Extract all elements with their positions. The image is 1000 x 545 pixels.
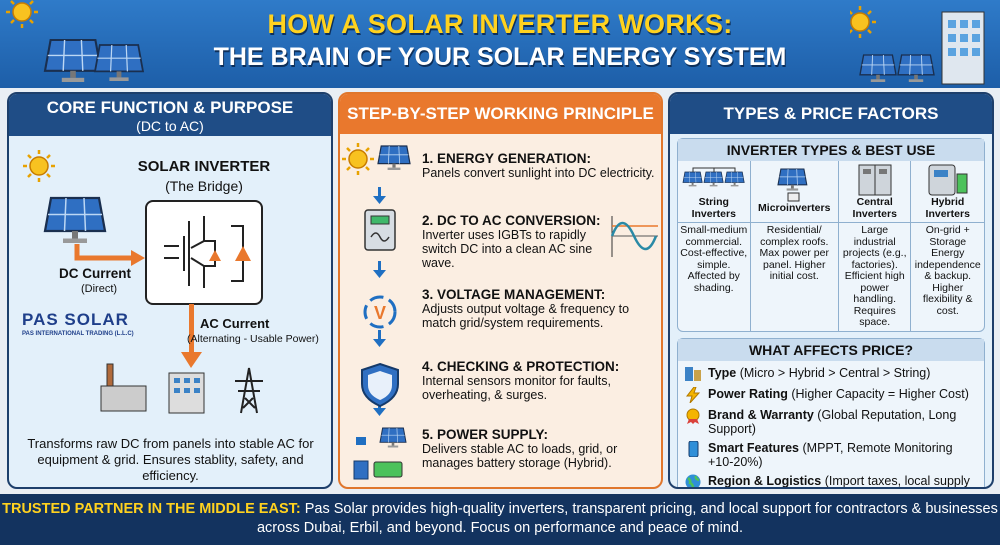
price-factor-smart: Smart Features (MPPT, Remote Monitoring … bbox=[684, 440, 978, 469]
price-factor-region: Region & Logistics (Import taxes, local … bbox=[684, 473, 978, 488]
factor-detail: (Global Reputation, Long Support) bbox=[708, 407, 957, 436]
step-text: Delivers stable AC to loads, grid, or ma… bbox=[422, 442, 618, 470]
type-desc: On-grid + Storage Energy independence & … bbox=[914, 224, 981, 317]
header: HOW A SOLAR INVERTER WORKS: THE BRAIN OF… bbox=[0, 0, 1000, 88]
factory-icon bbox=[100, 363, 147, 412]
type-string: String Inverters bbox=[678, 161, 751, 223]
steps-panel: STEP-BY-STEP WORKING PRINCIPLE V 1. ENER… bbox=[338, 92, 663, 489]
step-title: 3. VOLTAGE MANAGEMENT: bbox=[422, 287, 606, 302]
type-central: Central Inverters bbox=[838, 161, 912, 223]
ac-current-sub: (Alternating - Usable Power) bbox=[187, 333, 319, 345]
footer-banner: TRUSTED PARTNER IN THE MIDDLE EAST: Pas … bbox=[0, 494, 1000, 545]
central-cabinet-icon bbox=[858, 164, 892, 196]
hybrid-battery-icon bbox=[928, 164, 968, 196]
core-description: Transforms raw DC from panels into stabl… bbox=[27, 436, 314, 483]
step-title: 1. ENERGY GENERATION: bbox=[422, 151, 592, 166]
factor-detail: (Higher Capacity = Higher Cost) bbox=[791, 386, 969, 401]
smartphone-icon bbox=[688, 440, 699, 457]
dc-current-label: DC Current bbox=[59, 266, 132, 281]
shield-icon bbox=[361, 362, 399, 408]
type-name: Hybrid Inverters bbox=[925, 196, 970, 220]
sun-panel-icon bbox=[340, 141, 411, 177]
price-title: WHAT AFFECTS PRICE? bbox=[678, 338, 984, 361]
factor-label: Type bbox=[708, 365, 737, 380]
core-function-panel: CORE FUNCTION & PURPOSE(DC to AC) SOLAR … bbox=[7, 92, 333, 489]
table-title: INVERTER TYPES & BEST USE bbox=[678, 139, 984, 161]
solar-panel-icon bbox=[43, 196, 107, 245]
factor-detail: (MPPT, Remote Monitoring +10-20%) bbox=[708, 440, 953, 469]
type-name: String Inverters bbox=[691, 196, 736, 220]
type-desc: Small-medium commercial. Cost-effective,… bbox=[678, 223, 751, 331]
price-factor-type: Type (Micro > Hybrid > Central > String) bbox=[684, 366, 978, 382]
type-name: Central Inverters bbox=[852, 196, 897, 220]
step-title: 2. DC TO AC CONVERSION: bbox=[422, 213, 601, 228]
step-title: 5. POWER SUPPLY: bbox=[422, 427, 549, 442]
sun-icon bbox=[21, 148, 57, 184]
ac-current-label: AC Current bbox=[200, 316, 270, 331]
solar-panels-sun-illustration bbox=[4, 0, 144, 84]
svg-text:V: V bbox=[374, 303, 386, 323]
step-text: Internal sensors monitor for faults, ove… bbox=[422, 374, 611, 402]
footer-text: Pas Solar provides high-quality inverter… bbox=[256, 501, 998, 536]
inverter-title: SOLAR INVERTER bbox=[137, 158, 271, 175]
panel-title: CORE FUNCTION & PURPOSE bbox=[46, 98, 294, 117]
step-5: 5. POWER SUPPLY:Delivers stable AC to lo… bbox=[422, 427, 658, 471]
power-tower-icon bbox=[235, 367, 263, 414]
step-3: 3. VOLTAGE MANAGEMENT:Adjusts output vol… bbox=[422, 287, 658, 331]
panel-title: TYPES & PRICE FACTORS bbox=[670, 94, 992, 134]
type-name: Microinverters bbox=[758, 202, 831, 214]
factor-label: Region & Logistics bbox=[708, 473, 822, 488]
step-1: 1. ENERGY GENERATION:Panels convert sunl… bbox=[422, 151, 658, 181]
pas-solar-logo: PAS SOLAR bbox=[22, 310, 129, 329]
type-desc: Large industrial projects (e.g., factori… bbox=[839, 223, 912, 331]
micro-panel-icon bbox=[777, 168, 808, 202]
dc-current-sub: (Direct) bbox=[81, 283, 118, 295]
type-micro: Microinverters bbox=[750, 161, 839, 223]
factor-label: Smart Features bbox=[708, 440, 800, 455]
types-price-body: INVERTER TYPES & BEST USE String Inverte… bbox=[670, 134, 992, 488]
globe-icon bbox=[685, 474, 701, 487]
building-sun-illustration bbox=[850, 4, 985, 85]
inverter-types-table: INVERTER TYPES & BEST USE String Inverte… bbox=[677, 138, 985, 332]
page-title: HOW A SOLAR INVERTER WORKS: bbox=[267, 9, 733, 39]
step-2: 2. DC TO AC CONVERSION:Inverter uses IGB… bbox=[422, 213, 602, 271]
price-factor-brand: Brand & Warranty (Global Reputation, Lon… bbox=[684, 408, 978, 436]
step-text: Panels convert sunlight into DC electric… bbox=[422, 166, 655, 180]
building-icon bbox=[168, 372, 205, 414]
pas-solar-logo-sub: PAS INTERNATIONAL TRADING (L.L.C) bbox=[22, 331, 134, 337]
voltage-cycle-icon: V bbox=[363, 295, 397, 329]
types-grid: String Inverters Microinverters Central … bbox=[678, 161, 984, 331]
panel-header: CORE FUNCTION & PURPOSE(DC to AC) bbox=[9, 94, 331, 136]
award-badge-icon bbox=[686, 408, 700, 424]
factor-detail: (Import taxes, local supply in Dubai/Erb… bbox=[824, 473, 970, 488]
footer-highlight: TRUSTED PARTNER IN THE MIDDLE EAST: bbox=[2, 501, 301, 517]
sine-wave-icon bbox=[610, 216, 658, 257]
step-text: Adjusts output voltage & frequency to ma… bbox=[422, 302, 630, 330]
step-title: 4. CHECKING & PROTECTION: bbox=[422, 359, 620, 374]
step-icons: V bbox=[340, 141, 411, 480]
dc-ac-flow-diagram bbox=[21, 148, 263, 414]
factor-label: Brand & Warranty bbox=[708, 407, 814, 422]
step-4: 4. CHECKING & PROTECTION:Internal sensor… bbox=[422, 359, 658, 403]
inverter-types-icon bbox=[685, 366, 701, 381]
inverter-subtitle: (The Bridge) bbox=[165, 178, 243, 194]
panel-subtitle: (DC to AC) bbox=[136, 118, 204, 134]
page-subtitle: THE BRAIN OF YOUR SOLAR ENERGY SYSTEM bbox=[213, 43, 787, 71]
plug-battery-icon bbox=[353, 427, 407, 480]
factor-label: Power Rating bbox=[708, 386, 788, 401]
types-price-panel: TYPES & PRICE FACTORS INVERTER TYPES & B… bbox=[668, 92, 994, 489]
factor-detail: (Micro > Hybrid > Central > String) bbox=[739, 365, 931, 380]
price-factors: WHAT AFFECTS PRICE? Type (Micro > Hybrid… bbox=[677, 337, 985, 488]
string-panels-icon bbox=[682, 167, 745, 187]
type-hybrid: Hybrid Inverters bbox=[911, 161, 984, 223]
panel-title: STEP-BY-STEP WORKING PRINCIPLE bbox=[340, 94, 661, 134]
type-desc: Residential/ complex roofs. Max power pe… bbox=[751, 223, 839, 331]
price-factor-power: Power Rating (Higher Capacity = Higher C… bbox=[684, 386, 978, 403]
lightning-icon bbox=[685, 386, 701, 403]
inverter-icon bbox=[364, 209, 396, 251]
step-text: Inverter uses IGBTs to rapidly switch DC… bbox=[422, 228, 593, 270]
